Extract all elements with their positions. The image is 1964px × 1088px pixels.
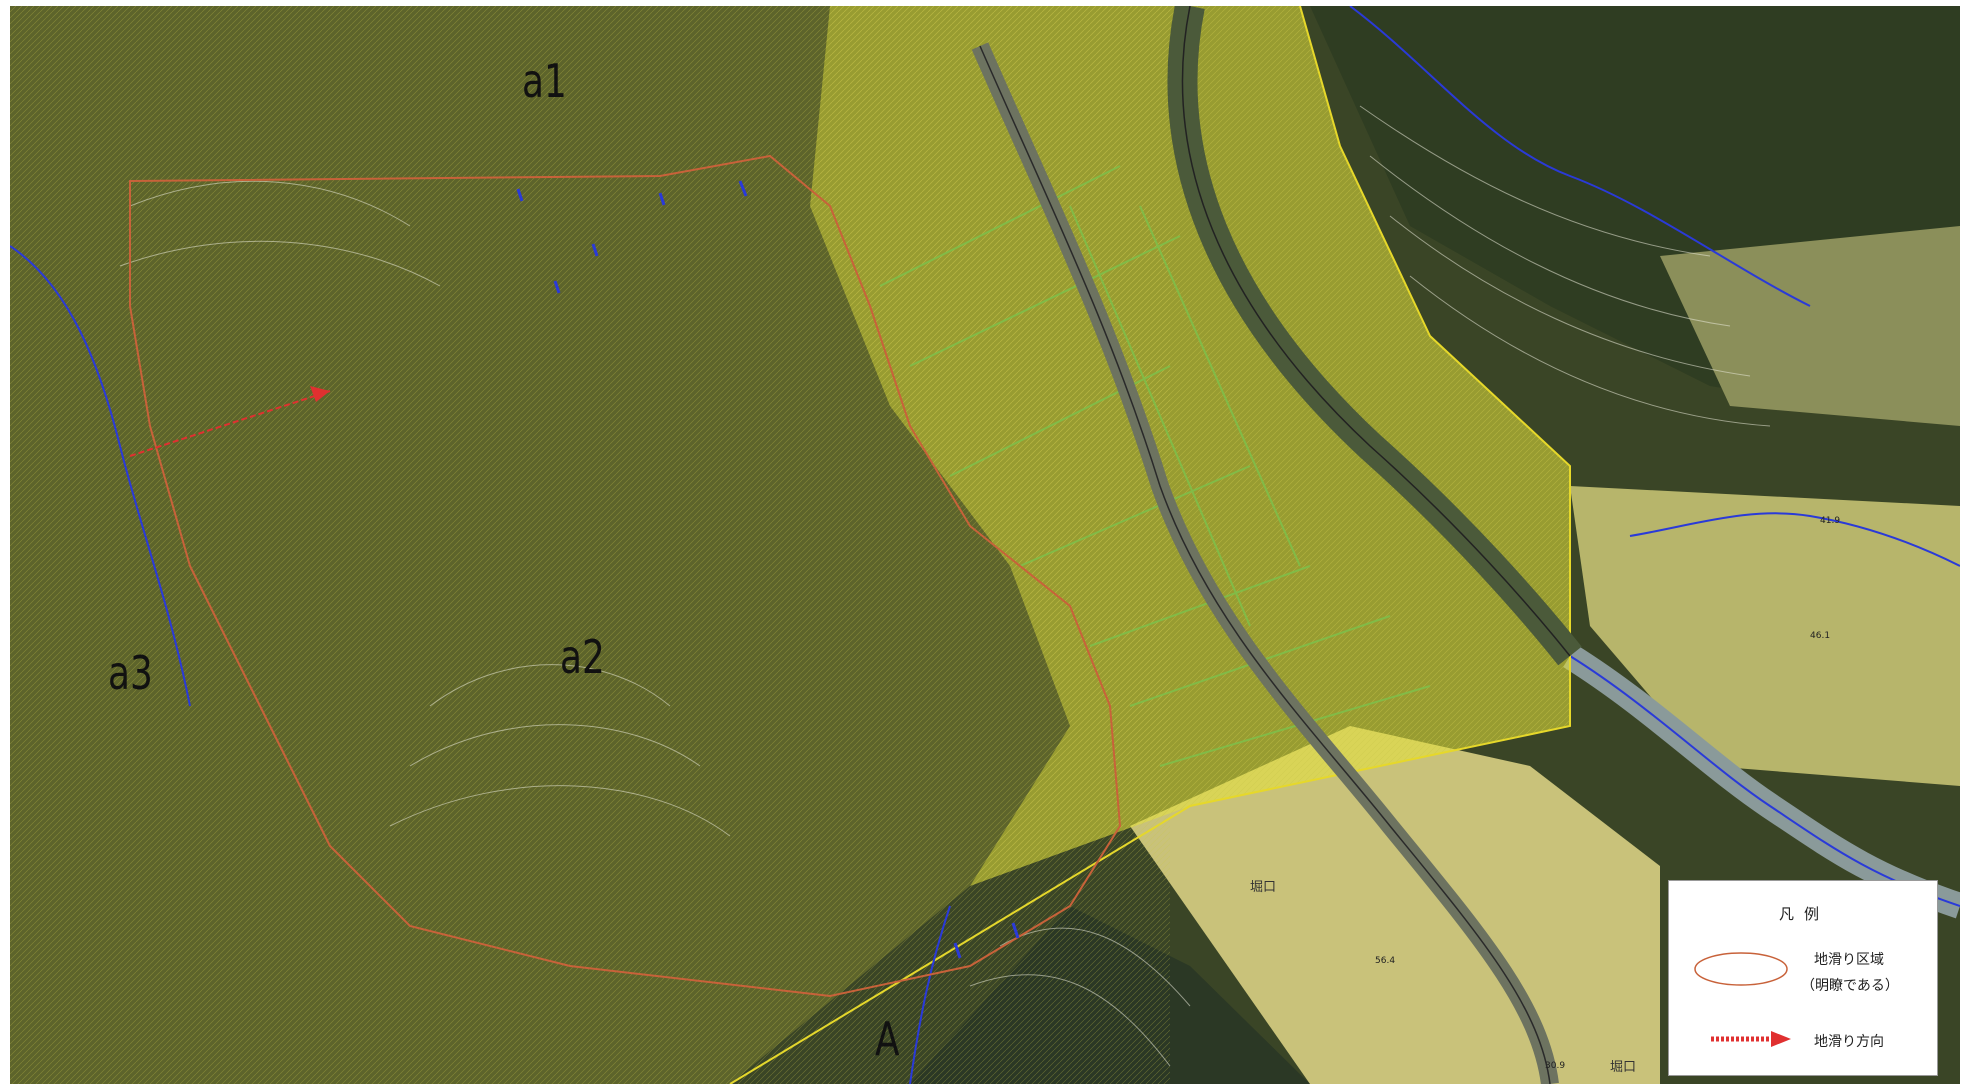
spot-height: 30.9	[1545, 1061, 1566, 1071]
spot-height: 46.1	[1810, 631, 1831, 641]
landslide-direction-arrow	[129, 390, 331, 457]
spot-height: 41.9	[1820, 516, 1841, 526]
fields-lower-right	[1130, 726, 1660, 1084]
legend-landslide-area-note: （明瞭である）	[1801, 978, 1899, 994]
legend-landslide-direction-label: 地滑り方向	[1814, 1034, 1884, 1050]
legend-landslide-area-label: 地滑り区域	[1814, 952, 1884, 968]
label-a2: a2	[560, 630, 605, 684]
label-A: A	[875, 1012, 900, 1066]
aerial-photo-map	[10, 6, 1960, 1084]
landslide-direction-symbol	[1711, 1031, 1791, 1047]
place-name-2: 堀口	[1610, 1060, 1637, 1075]
survey-markers	[516, 180, 1020, 959]
landslide-outline	[129, 154, 1122, 998]
label-a3: a3	[108, 646, 153, 700]
streams	[10, 6, 1960, 1084]
contour-lines	[119, 105, 1771, 1067]
label-a1: a1	[522, 54, 567, 108]
spot-height: 56.4	[1375, 956, 1396, 966]
landslide-area-symbol	[1694, 952, 1788, 986]
fields-upper-right	[1660, 226, 1960, 426]
map-view[interactable]: a1 a2 a3 A 堀口 堀口 56.4 30.9 41.9 46.1 凡例 …	[10, 6, 1960, 1084]
map-legend: 凡例 地滑り区域 （明瞭である） 地滑り方向	[1668, 880, 1938, 1076]
place-name-1: 堀口	[1250, 880, 1277, 895]
legend-title: 凡例	[1778, 905, 1829, 923]
